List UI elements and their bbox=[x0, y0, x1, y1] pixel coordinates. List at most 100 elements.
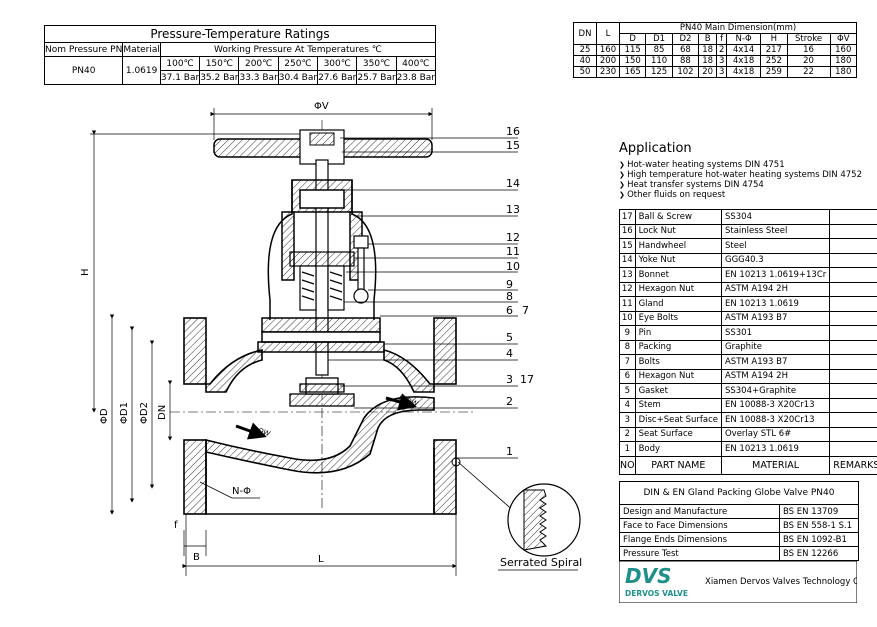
pt-pn: PN40 bbox=[43, 56, 124, 85]
dim-value: 125 bbox=[645, 66, 673, 78]
label-phi-d1: ΦD1 bbox=[119, 402, 130, 424]
part-remarks bbox=[829, 325, 877, 341]
part-name: Eye Bolts bbox=[634, 310, 722, 326]
callout-6: 6 bbox=[506, 304, 513, 317]
part-no: 1 bbox=[619, 441, 636, 457]
part-material: Graphite bbox=[720, 339, 831, 355]
part-name: Packing bbox=[634, 339, 722, 355]
callout-3: 3 bbox=[506, 373, 513, 386]
dim-value: 2 bbox=[716, 44, 728, 56]
part-no: 11 bbox=[619, 296, 636, 312]
label-phi-d2: ΦD2 bbox=[139, 402, 150, 424]
gland-packing bbox=[289, 235, 369, 311]
part-remarks bbox=[829, 310, 877, 326]
dim-value: 18 bbox=[698, 55, 718, 67]
part-no: 7 bbox=[619, 354, 636, 370]
dim-value: 4x14 bbox=[726, 44, 762, 56]
dim-value: 115 bbox=[618, 44, 647, 56]
part-name: Lock Nut bbox=[634, 223, 722, 239]
dim-value: 180 bbox=[829, 55, 858, 67]
parts-header-remarks: REMARKS bbox=[829, 455, 877, 475]
dim-header: D bbox=[618, 33, 647, 45]
bonnet-flange bbox=[257, 317, 385, 353]
dim-header: D2 bbox=[671, 33, 700, 45]
part-material: ASTM A194 2H bbox=[720, 281, 831, 297]
valve-section-drawing: FLOW FLOW ΦV H ΦD bbox=[80, 101, 582, 576]
part-material: ASTM A194 2H bbox=[720, 368, 831, 384]
standard-value: BS EN 13709 bbox=[779, 504, 859, 519]
callout-9: 9 bbox=[506, 278, 513, 291]
pt-pressure: 30.4 Bar bbox=[277, 70, 319, 85]
application-section: Application Hot-water heating systems DI… bbox=[619, 141, 877, 200]
title-block: DIN & EN Gland Packing Globe Valve PN40 … bbox=[619, 481, 859, 561]
part-no: 16 bbox=[619, 223, 636, 239]
callout-1: 1 bbox=[506, 445, 513, 458]
part-remarks bbox=[829, 383, 877, 399]
dim-value: 18 bbox=[698, 44, 718, 56]
part-material: EN 10213 1.0619+13Cr bbox=[720, 267, 831, 283]
dim-header: ΦV bbox=[829, 33, 858, 45]
part-remarks bbox=[829, 426, 877, 442]
part-name: Gasket bbox=[634, 383, 722, 399]
callout-leaders bbox=[328, 137, 525, 521]
dim-value: 3 bbox=[716, 66, 728, 78]
label-n-phi: N-Φ bbox=[232, 486, 251, 497]
dim-value: 20 bbox=[786, 55, 831, 67]
company-name: Xiamen Dervos Valves Technology Co.,Ltd. bbox=[705, 577, 857, 587]
dim-value: 4x18 bbox=[726, 66, 762, 78]
part-material: EN 10088-3 X20Cr13 bbox=[720, 397, 831, 413]
pt-pressure: 35.2 Bar bbox=[199, 70, 240, 85]
dim-value: 16 bbox=[786, 44, 831, 56]
callout-10: 10 bbox=[506, 260, 520, 273]
part-remarks bbox=[829, 354, 877, 370]
part-material: ASTM A193 B7 bbox=[720, 354, 831, 370]
standard-value: BS EN 558-1 S.1 bbox=[779, 518, 859, 533]
dim-value: 22 bbox=[786, 66, 831, 78]
application-item: High temperature hot-water heating syste… bbox=[619, 170, 877, 180]
part-no: 6 bbox=[619, 368, 636, 384]
handwheel bbox=[213, 129, 433, 165]
callout-2: 2 bbox=[506, 395, 513, 408]
part-remarks bbox=[829, 296, 877, 312]
part-remarks bbox=[829, 397, 877, 413]
pressure-temperature-table: Pressure-Temperature Ratings Nom Pressur… bbox=[43, 25, 436, 85]
part-remarks bbox=[829, 281, 877, 297]
pt-pressure: 25.7 Bar bbox=[356, 70, 397, 85]
part-name: Handwheel bbox=[634, 238, 722, 254]
part-name: Stem bbox=[634, 397, 722, 413]
dimension-labels: ΦV H ΦD ΦD1 ΦD2 DN N-Φ f B L bbox=[80, 101, 329, 565]
standard-label: Pressure Test bbox=[619, 546, 780, 561]
part-no: 10 bbox=[619, 310, 636, 326]
part-name: Bonnet bbox=[634, 267, 722, 283]
part-remarks bbox=[829, 209, 877, 225]
dim-value: 88 bbox=[671, 55, 700, 67]
callout-15: 15 bbox=[506, 139, 520, 152]
part-material: EN 10213 1.0619 bbox=[720, 441, 831, 457]
label-l: L bbox=[318, 554, 324, 565]
dim-value: 102 bbox=[671, 66, 700, 78]
part-name: Pin bbox=[634, 325, 722, 341]
callout-5: 5 bbox=[506, 331, 513, 344]
callout-4: 4 bbox=[506, 347, 513, 360]
standard-value: BS EN 1092-B1 bbox=[779, 532, 859, 547]
callout-14: 14 bbox=[506, 177, 520, 190]
dimension-table: DN L PN40 Main Dimension(mm) D D1 D2 B f… bbox=[573, 22, 858, 78]
callout-11: 11 bbox=[506, 245, 520, 258]
part-material: ASTM A193 B7 bbox=[720, 310, 831, 326]
part-remarks bbox=[829, 238, 877, 254]
standard-label: Design and Manufacture bbox=[619, 504, 780, 519]
product-title: DIN & EN Gland Packing Globe Valve PN40 bbox=[619, 481, 859, 505]
part-material: SS304 bbox=[720, 209, 831, 225]
part-no: 15 bbox=[619, 238, 636, 254]
application-item: Hot-water heating systems DIN 4751 bbox=[619, 160, 877, 170]
label-phi-d: ΦD bbox=[99, 408, 110, 424]
